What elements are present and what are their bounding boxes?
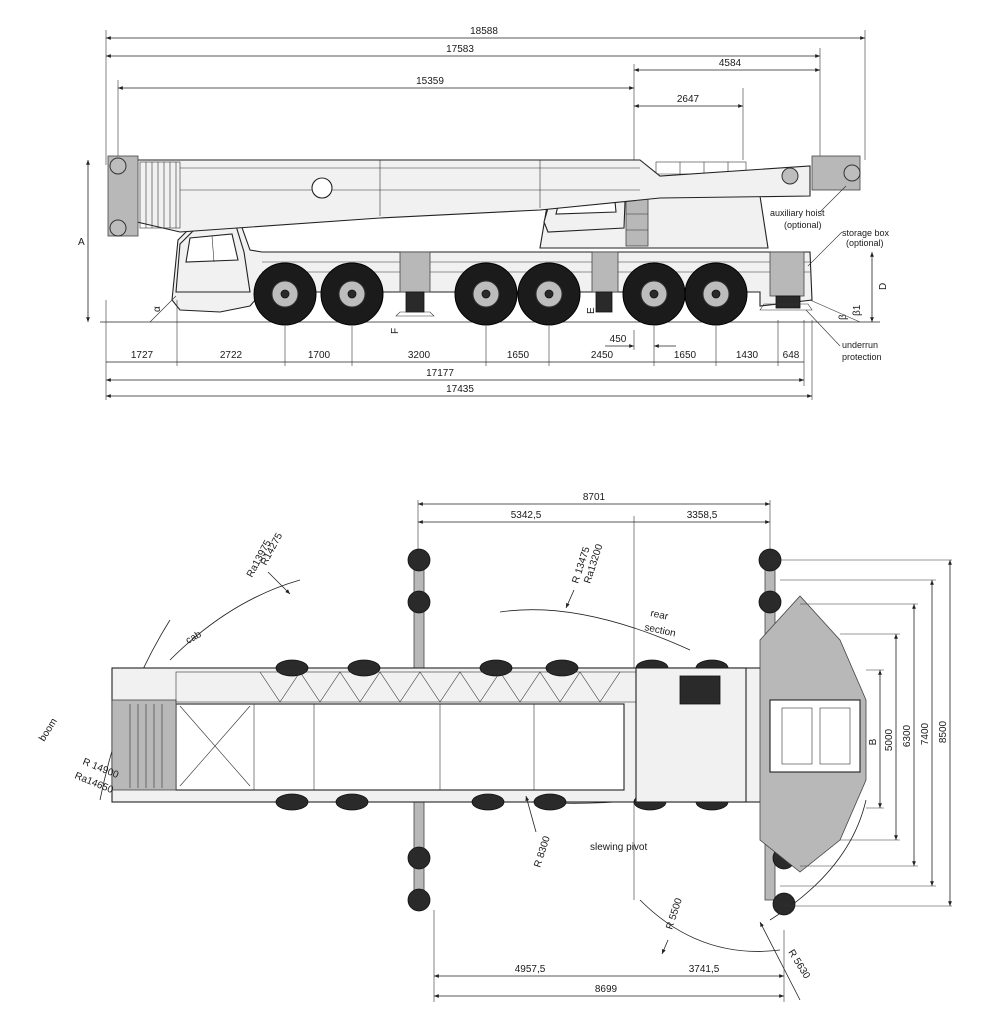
- wheel-3: [454, 262, 518, 326]
- dim-B: B: [868, 738, 879, 745]
- label-cab: cab: [184, 629, 204, 647]
- boom-head-sheave-lower: [109, 219, 127, 237]
- dim-17177: 17177: [426, 368, 454, 379]
- side-annotations: A D α F E β β1 auxiliary hoist (optional…: [78, 160, 890, 362]
- outrigger-beam-front-right: [413, 789, 425, 901]
- dim-2722: 2722: [220, 350, 243, 361]
- label-rear: rear: [649, 608, 669, 623]
- dim-7400: 7400: [920, 722, 931, 745]
- label-underrun: underrun: [842, 340, 878, 350]
- boom-pivot-eye: [311, 177, 333, 199]
- front-outrigger-box: [399, 251, 431, 293]
- dim-5000: 5000: [884, 728, 895, 751]
- rear-outrigger-box: [591, 251, 619, 293]
- wheel-6: [684, 262, 748, 326]
- dim-17435: 17435: [446, 384, 474, 395]
- label-r8300: R 8300: [532, 834, 553, 868]
- top-view: 8701 5342,5 3358,5: [37, 492, 952, 1002]
- letter-beta1: β1: [852, 304, 863, 316]
- label-r5630: R 5630: [785, 948, 812, 982]
- rear-outrigger-pad: [595, 291, 613, 313]
- front-outrigger-pad: [405, 291, 425, 313]
- dim-2647: 2647: [677, 94, 700, 105]
- telescopic-boom: [107, 155, 861, 237]
- dim-3358-5: 3358,5: [687, 510, 718, 521]
- dim-4957-5: 4957,5: [515, 964, 546, 975]
- dim-450: 450: [610, 334, 627, 345]
- dim-1727: 1727: [131, 350, 154, 361]
- dim-3200: 3200: [408, 350, 431, 361]
- letter-beta: β: [838, 314, 849, 320]
- counterweight-stack: [625, 197, 649, 247]
- label-r5500: R 5500: [664, 896, 685, 930]
- top-view-lower-dimensions: 4957,5 3741,5 8699: [433, 910, 785, 1002]
- dim-1650-a: 1650: [507, 350, 530, 361]
- dim-2450: 2450: [591, 350, 614, 361]
- wheel-4: [517, 262, 581, 326]
- dim-4584: 4584: [719, 58, 742, 69]
- wheel-5: [622, 262, 686, 326]
- dim-8699: 8699: [595, 984, 618, 995]
- boom-head-sheave-upper: [109, 157, 127, 175]
- outrigger-beam-front-left: [413, 559, 425, 671]
- wheel-1: [253, 262, 317, 326]
- dim-648: 648: [783, 350, 800, 361]
- side-top-dimensions: 18588 17583 4584 15359 2647: [105, 26, 866, 165]
- dim-1430: 1430: [736, 350, 759, 361]
- letter-E: E: [586, 307, 597, 314]
- dim-6300: 6300: [902, 724, 913, 747]
- top-view-right-dimensions: B 5000 6300 7400 8500: [770, 559, 952, 907]
- boom-plan: [111, 671, 637, 791]
- letter-F: F: [390, 328, 401, 334]
- boom-head-plan: [129, 704, 163, 788]
- side-bottom-dimensions: 1727 2722 1700 3200 1650 2450 1650 1430 …: [105, 300, 813, 400]
- side-view: 18588 17583 4584 15359 2647: [78, 26, 890, 400]
- label-protection: protection: [842, 352, 882, 362]
- dim-1650-b: 1650: [674, 350, 697, 361]
- dim-5342-5: 5342,5: [511, 510, 542, 521]
- label-auxiliary-hoist: auxiliary hoist: [770, 208, 825, 218]
- label-storage-box: storage box: [842, 228, 890, 238]
- dim-1700: 1700: [308, 350, 331, 361]
- letter-A: A: [78, 237, 85, 248]
- dim-8701: 8701: [583, 492, 606, 503]
- label-auxiliary-hoist-optional: (optional): [784, 220, 822, 230]
- dim-18588: 18588: [470, 26, 498, 37]
- letter-D: D: [878, 283, 889, 290]
- letter-alpha: α: [152, 306, 163, 312]
- dim-3741-5: 3741,5: [689, 964, 720, 975]
- dim-8500: 8500: [938, 720, 949, 743]
- dim-15359: 15359: [416, 76, 444, 87]
- superstructure-plan: [635, 595, 867, 873]
- label-storage-box-optional: (optional): [846, 238, 884, 248]
- wheel-2: [320, 262, 384, 326]
- jib-pack: [139, 161, 181, 229]
- label-slewing-pivot: slewing pivot: [590, 842, 647, 853]
- label-boom: boom: [37, 717, 60, 744]
- dim-17583: 17583: [446, 44, 474, 55]
